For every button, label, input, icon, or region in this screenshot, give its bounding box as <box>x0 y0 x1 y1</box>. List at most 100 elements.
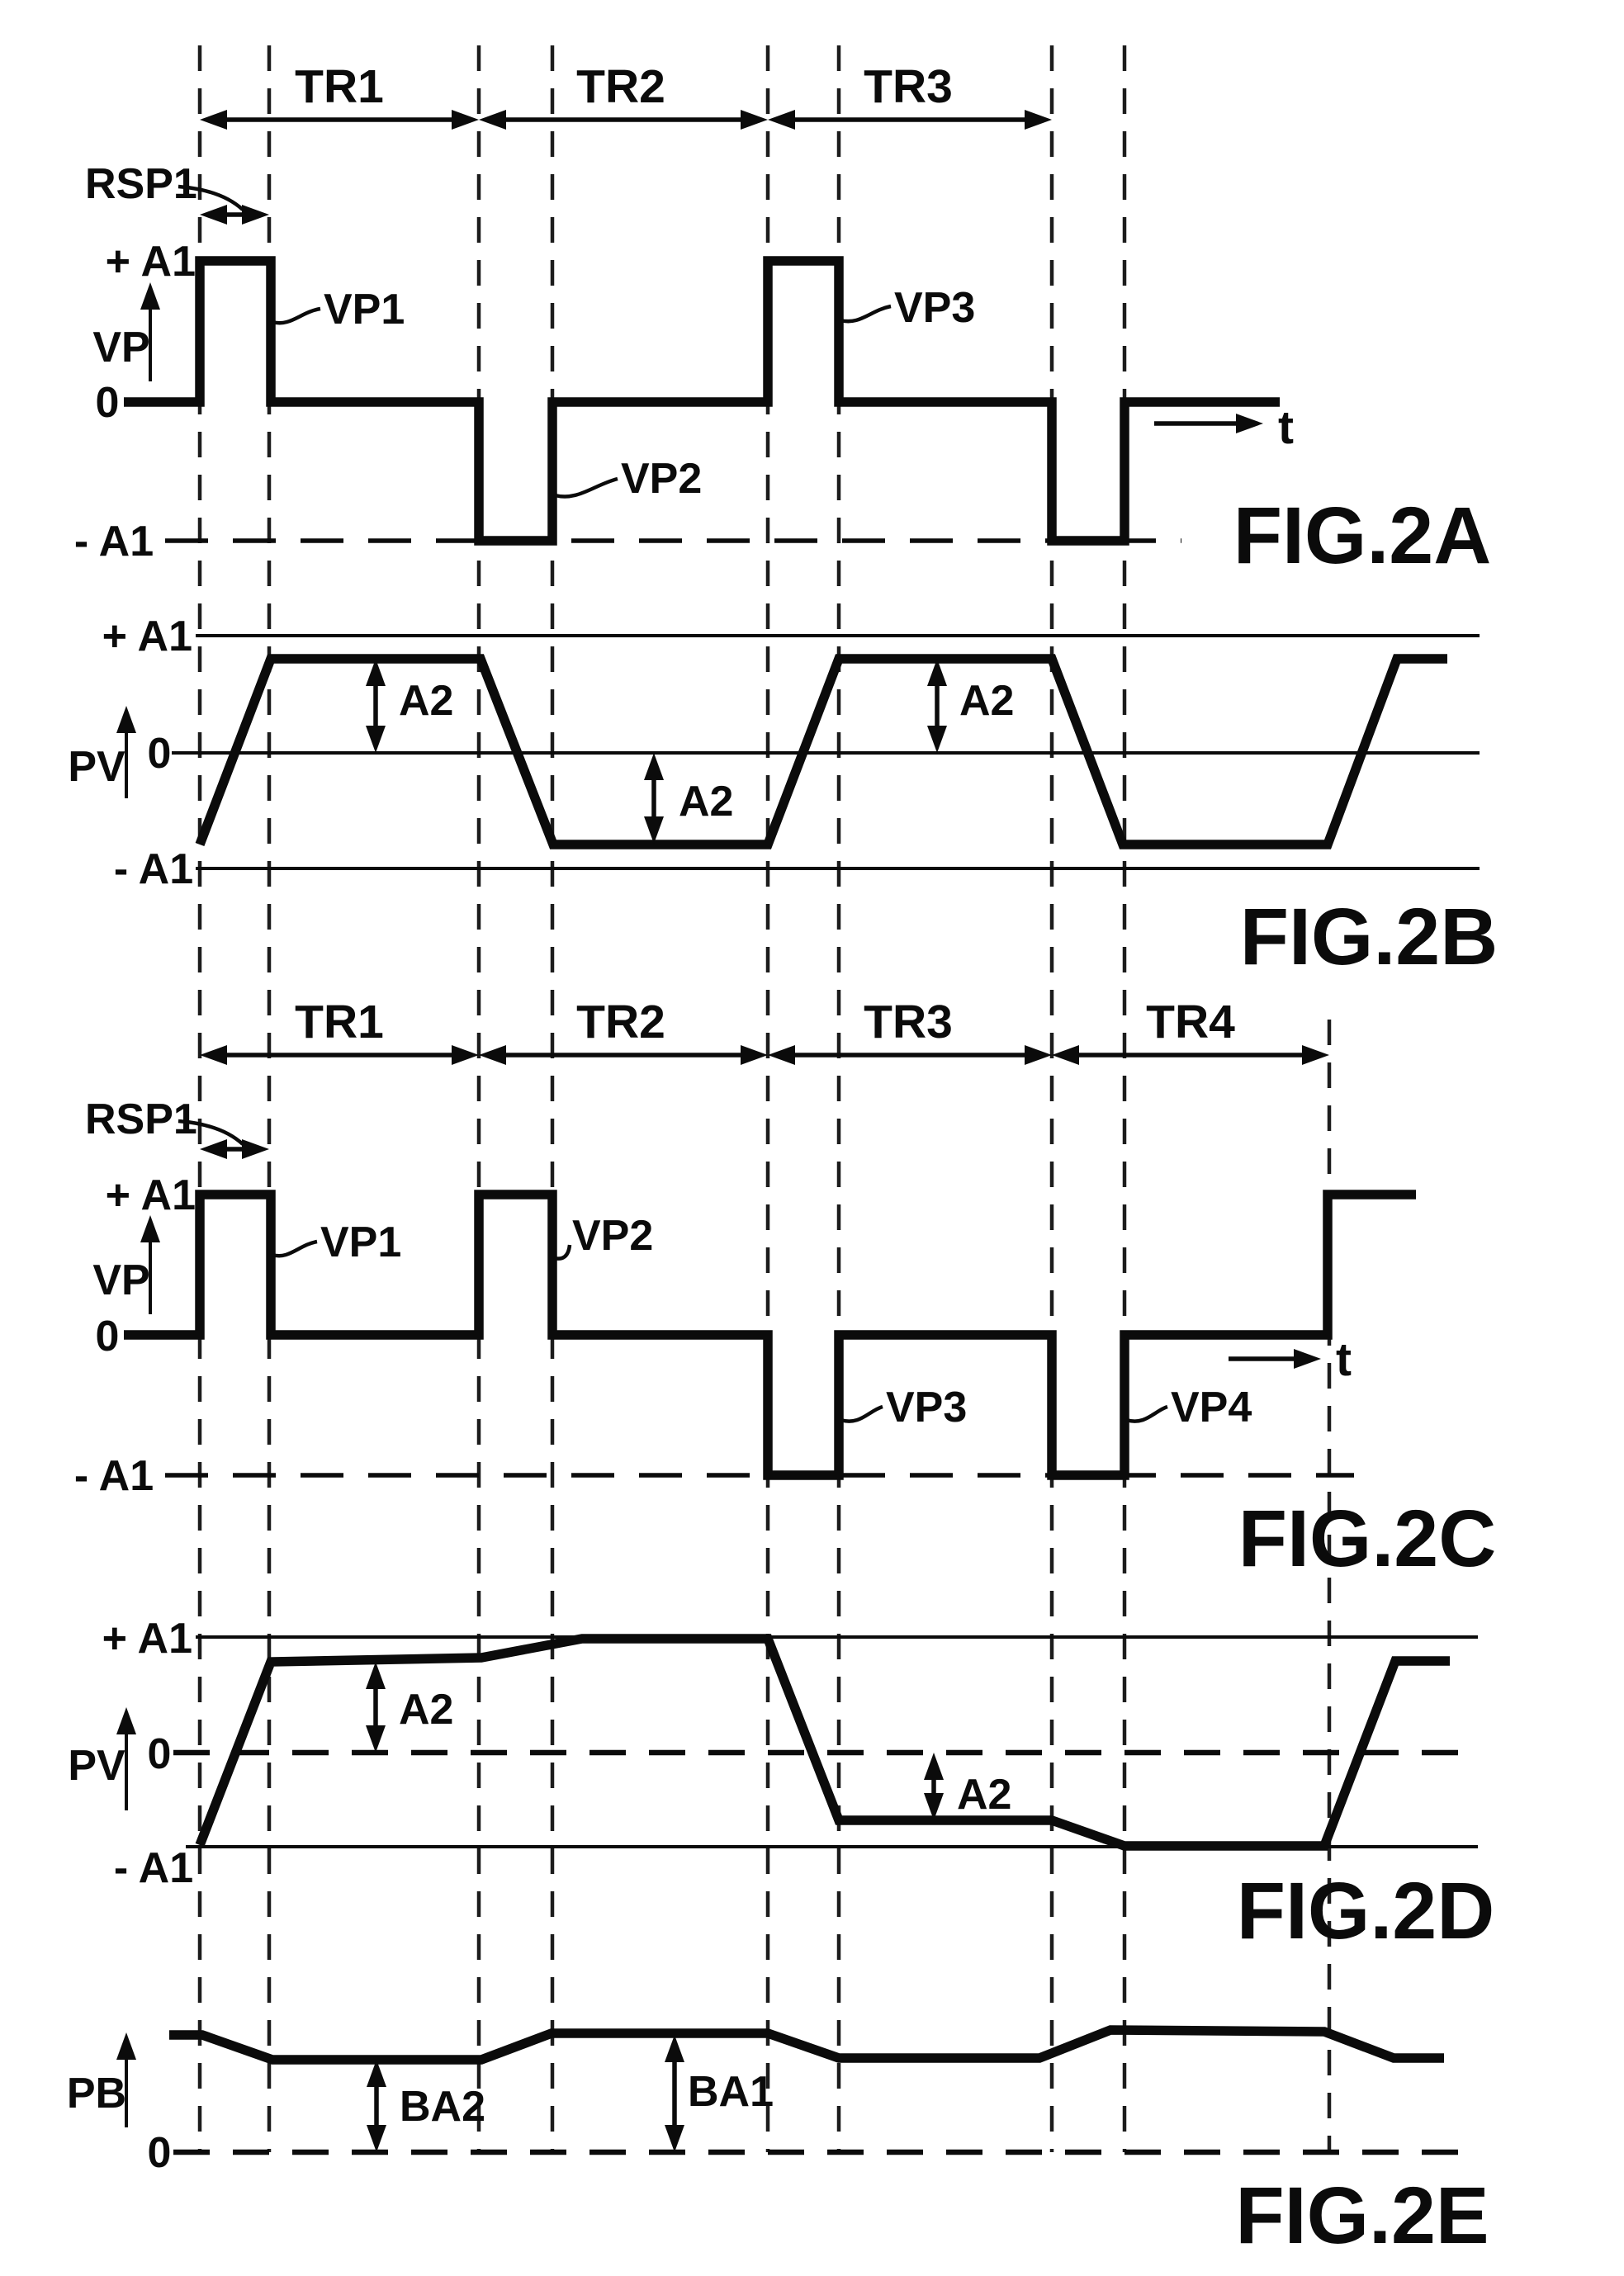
amplitude-arrowhead-bottom <box>924 1793 944 1820</box>
vp-waveform-fig2c <box>124 1190 1416 1480</box>
vp1-leader-fig2a <box>272 306 321 325</box>
dimension-arrowhead-right <box>242 205 269 225</box>
amplitude-arrowhead-bottom <box>665 2125 684 2152</box>
vp3-label-fig2a: VP3 <box>894 284 975 332</box>
ba2-label-fig2e: BA2 <box>400 2083 485 2131</box>
plus-a1-label-fig2d: + A1 <box>102 1615 192 1663</box>
figure-title-fig2d: FIG.2D <box>1237 1866 1495 1956</box>
amplitude-arrowhead-bottom <box>644 816 664 844</box>
zero-label-fig2b: 0 <box>148 730 172 778</box>
vp2-label-fig2c: VP2 <box>572 1212 653 1260</box>
dimension-arrowhead-left <box>200 205 227 225</box>
tr2-label-fig2a: TR2 <box>576 60 665 113</box>
pb-axis-label-fig2e: PB <box>67 2070 126 2117</box>
vp2-leader-fig2a <box>554 476 618 499</box>
dimension-arrowhead-left <box>200 1139 227 1159</box>
pv-waveform-fig2d <box>195 1634 1450 1851</box>
vp2-leader-fig2c <box>553 1244 572 1261</box>
layer-text: TR1 TR2 TR3 RSP1 + A1 VP 0 - A1 VP1 VP2 … <box>67 60 1498 2260</box>
t-axis-label-fig2a: t <box>1278 401 1294 454</box>
dimension-arrowhead-right <box>1025 110 1052 130</box>
tr1-label-fig2a: TR1 <box>295 60 384 113</box>
a2-label-2-fig2d: A2 <box>957 1771 1011 1819</box>
t-axis-label-fig2c: t <box>1336 1333 1352 1386</box>
layer-amplitude-arrows <box>366 659 947 2152</box>
axis-up-arrowhead <box>116 2032 136 2060</box>
rsp1-leader-fig2a <box>178 184 244 211</box>
amplitude-arrowhead-bottom <box>927 726 947 753</box>
vp3-leader-fig2c <box>840 1404 883 1423</box>
pv-axis-label-fig2d: PV <box>68 1742 125 1790</box>
figure-title-fig2c: FIG.2C <box>1238 1493 1497 1583</box>
dimension-arrowhead-right <box>452 110 479 130</box>
amplitude-arrowhead-top <box>367 2060 386 2087</box>
a2-label-3-fig2b: A2 <box>959 677 1014 725</box>
rsp1-leader-fig2c <box>178 1119 244 1146</box>
axis-up-arrowhead <box>140 282 160 310</box>
figure-title-fig2b: FIG.2B <box>1240 892 1499 982</box>
tr4-label-fig2c: TR4 <box>1146 996 1235 1048</box>
plus-a1-label-fig2c: + A1 <box>106 1171 196 1219</box>
zero-label-fig2e: 0 <box>148 2129 172 2177</box>
figure-title-fig2e: FIG.2E <box>1235 2170 1489 2260</box>
amplitude-arrowhead-bottom <box>366 1725 386 1753</box>
vp-waveform-fig2a <box>124 256 1280 546</box>
a2-label-2-fig2b: A2 <box>679 778 733 826</box>
dimension-arrowhead-left <box>768 110 795 130</box>
minus-a1-label-fig2d: - A1 <box>114 1844 193 1892</box>
rsp1-label-fig2c: RSP1 <box>85 1095 197 1143</box>
dimension-arrowhead-left <box>200 110 227 130</box>
vp3-label-fig2c: VP3 <box>886 1384 967 1431</box>
axis-up-arrowhead <box>116 706 136 733</box>
dimension-arrowhead-right <box>741 110 768 130</box>
tr3-label-fig2c: TR3 <box>864 996 953 1048</box>
ba1-label-fig2e: BA1 <box>688 2068 774 2116</box>
dimension-arrowhead-left <box>768 1045 795 1065</box>
vp1-label-fig2c: VP1 <box>320 1218 401 1266</box>
dimension-arrowhead-right <box>1025 1045 1052 1065</box>
layer-time-axis-arrows <box>1154 414 1321 1369</box>
dimension-arrowhead-left <box>479 110 506 130</box>
vp4-leader-fig2c <box>1125 1404 1168 1423</box>
pb-waveform-fig2e <box>169 2025 1444 2065</box>
vp1-leader-fig2c <box>272 1239 318 1258</box>
rsp1-label-fig2a: RSP1 <box>85 160 197 208</box>
time-axis-arrowhead <box>1236 414 1263 433</box>
plus-a1-label-fig2a: + A1 <box>106 238 196 286</box>
dimension-arrowhead-left <box>1052 1045 1079 1065</box>
pv-waveform-fig2b <box>195 654 1447 849</box>
layer-waveforms <box>124 256 1450 2065</box>
amplitude-arrowhead-top <box>665 2035 684 2062</box>
vp-axis-label-fig2a: VP <box>92 324 149 371</box>
amplitude-arrowhead-top <box>927 659 947 686</box>
amplitude-arrowhead-top <box>366 1662 386 1689</box>
zero-label-fig2d: 0 <box>148 1730 172 1778</box>
figure-title-fig2a: FIG.2A <box>1233 490 1492 580</box>
a2-label-1-fig2b: A2 <box>399 677 453 725</box>
vp4-label-fig2c: VP4 <box>1171 1384 1252 1431</box>
zero-label-fig2c: 0 <box>96 1313 120 1360</box>
amplitude-arrowhead-bottom <box>366 726 386 753</box>
amplitude-arrowhead-top <box>644 753 664 780</box>
minus-a1-label-fig2b: - A1 <box>114 845 193 893</box>
dimension-arrowhead-right <box>242 1139 269 1159</box>
dimension-arrowhead-left <box>200 1045 227 1065</box>
vp-axis-label-fig2c: VP <box>92 1256 149 1304</box>
tr3-label-fig2a: TR3 <box>864 60 953 113</box>
dimension-arrowhead-right <box>452 1045 479 1065</box>
vp2-label-fig2a: VP2 <box>621 455 702 503</box>
layer-dimension-arrows <box>200 110 1329 1159</box>
amplitude-arrowhead-top <box>366 659 386 686</box>
vp1-label-fig2a: VP1 <box>324 286 405 334</box>
dimension-arrowhead-right <box>1302 1045 1329 1065</box>
minus-a1-label-fig2a: - A1 <box>74 518 154 565</box>
tr2-label-fig2c: TR2 <box>576 996 665 1048</box>
tr1-label-fig2c: TR1 <box>295 996 384 1048</box>
zero-label-fig2a: 0 <box>96 379 120 427</box>
amplitude-arrowhead-top <box>924 1753 944 1780</box>
axis-up-arrowhead <box>140 1215 160 1242</box>
dimension-arrowhead-right <box>741 1045 768 1065</box>
layer-axis-up-arrows <box>116 282 160 2127</box>
axis-up-arrowhead <box>116 1707 136 1734</box>
